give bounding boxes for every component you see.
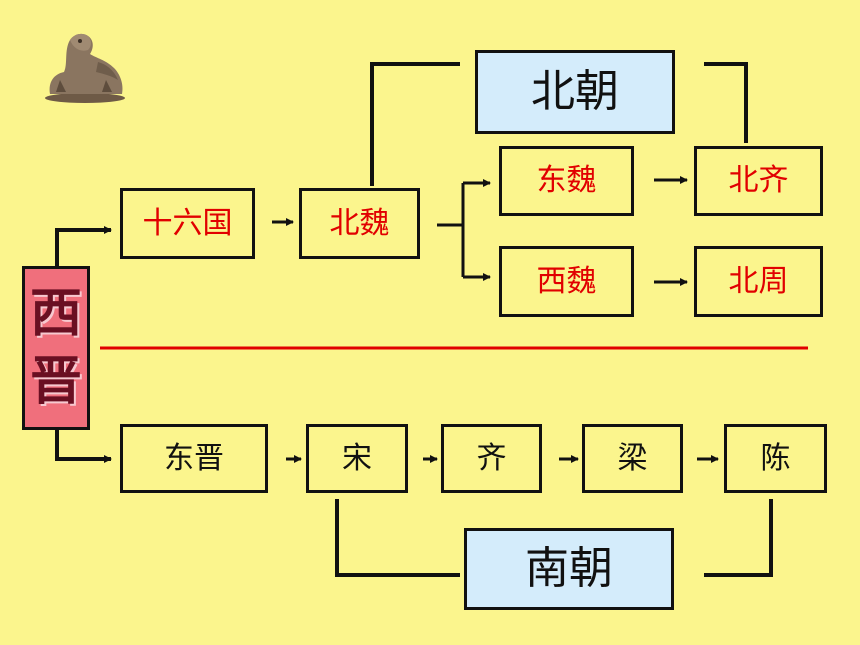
box-liang: 梁 [582, 424, 683, 493]
bracket-south-left [335, 499, 460, 577]
root-char-2: 晋 [29, 351, 82, 412]
box-dongwei: 东魏 [499, 146, 634, 216]
box-beizhou: 北周 [694, 246, 823, 317]
bracket-north-left [370, 62, 460, 186]
box-chen: 陈 [724, 424, 827, 493]
bracket-north-right [704, 62, 748, 143]
connector-root-dongjin [55, 430, 112, 463]
north-dynasties-label: 北朝 [475, 50, 675, 134]
box-sixteen-kingdoms: 十六国 [120, 188, 255, 259]
stone-lion-icon [45, 33, 125, 103]
box-dongjin: 东晋 [120, 424, 268, 493]
connector-root-sixteen [55, 226, 112, 266]
south-dynasties-label: 南朝 [464, 528, 674, 610]
bracket-south-right [704, 499, 773, 577]
box-beiwei: 北魏 [299, 188, 420, 259]
root-char-1: 西 [29, 283, 82, 344]
root-box-xijin: 西 晋 [22, 266, 90, 430]
box-xiwei: 西魏 [499, 246, 634, 317]
box-qi: 齐 [441, 424, 542, 493]
box-beiqi: 北齐 [694, 146, 823, 216]
box-song: 宋 [306, 424, 408, 493]
connector-beiwei-split [437, 183, 465, 277]
